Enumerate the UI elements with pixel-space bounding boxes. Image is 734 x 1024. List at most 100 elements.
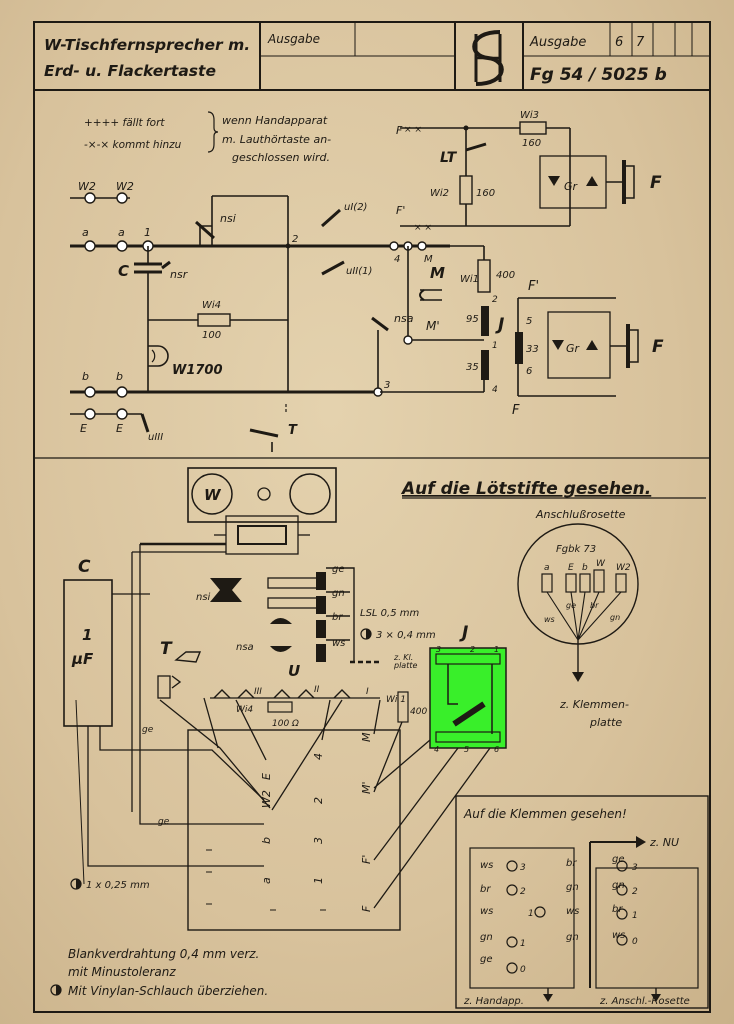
footer-note-2: mit Minustoleranz [68,965,176,979]
svg-text:4: 4 [312,753,325,760]
ge-label-1: ge [142,725,154,735]
svg-text:ge: ge [480,954,493,965]
terminal-f-top: F [396,124,403,137]
switch-u1: uI(2) [344,202,367,213]
svg-text:3: 3 [436,645,441,654]
rosette-note-1: z. Klemmen- [559,698,629,711]
footer-note-1: Blankverdrahtung 0,4 mm verz. [68,947,259,961]
taste-t-lower: T [157,639,202,699]
taste-t-label: T [288,423,298,438]
svg-text:b: b [260,837,273,844]
svg-text:W: W [596,559,606,569]
ge-label-2: ge [158,817,170,827]
capacitor-value-2: µF [71,650,94,668]
wecker-label: W1700 [172,363,223,378]
lower-j-label: J [459,623,468,643]
coil-95-label: 95 [466,314,479,325]
resistor-wi4-label: Wi4 [202,300,221,311]
klemmen-arrow-label: z. NU [649,836,679,849]
svg-text:× ×: × × [404,125,422,135]
terminal-a-a: a [82,226,89,239]
terminal-b-b: b [116,370,123,383]
lower-c-label: C [78,557,91,577]
kl-note-2: platte [393,661,417,670]
lsl-note: LSL 0,5 mm [360,608,419,619]
svg-text:ge: ge [332,564,345,575]
svg-text:gn: gn [612,880,625,891]
microphone-m1-label: M' [426,319,440,333]
resistor-wi2-label: Wi2 [430,188,449,199]
svg-text:1: 1 [632,911,638,921]
terminal-w2-b: W2 [116,180,134,193]
kl-note-1: z. Kl. [393,653,413,662]
outer-frame [33,21,711,1013]
svg-text:ge: ge [566,601,576,610]
svg-text:M': M' [360,781,373,794]
switch-stack: nsi nsa ge gn br ws LSL 0,5 mm 3 × 0,4 m… [196,564,436,670]
svg-text:0: 0 [632,937,638,947]
svg-text:ws: ws [332,638,345,649]
svg-text:br: br [590,601,599,610]
switch-nsi-label: nsi [220,212,236,225]
svg-text:gn: gn [332,588,345,599]
coil-33-label: 33 [526,344,539,355]
svg-text:ws: ws [612,930,625,941]
microphone-label: M [430,264,445,282]
resistor-wi1-lower [397,691,409,723]
capacitor-c-label: C [118,262,129,280]
svg-text:b: b [582,563,588,573]
svg-text:× ×: × × [414,223,432,233]
ausgabe-value-2: 7 [636,35,645,50]
svg-text:2: 2 [520,887,526,897]
resistor-wi2 [459,175,473,205]
resistor-wi1-value: 400 [496,270,515,281]
switch-u2: uII(1) [346,266,372,277]
drawing-number: Fg 54 / 5025 b [530,65,667,85]
terminal-b-a: b [82,370,89,383]
footer-note-3: Mit Vinylan-Schlauch überziehen. [68,984,268,998]
lower-nsi-label: nsi [196,592,211,603]
switch-u3: uIII [148,432,163,443]
coil-35-label: 35 [466,362,479,373]
legend: ++++ fällt fort -×-× kommt hinzu wenn Ha… [84,111,331,164]
rosette-note-2: platte [589,716,622,729]
lower-nsa-label: nsa [236,642,254,653]
svg-text:F': F' [360,855,373,864]
anschlussrosette: Anschlußrosette Fgbk 73 a E b W W2 ws ge… [517,508,639,729]
legend-removed: ++++ fällt fort [84,117,165,129]
lauthoertaste-label: LT [440,150,458,166]
svg-text:gn: gn [480,932,493,943]
legend-added: -×-× kommt hinzu [84,139,182,151]
title-line-2: Erd- u. Flackertaste [44,62,216,80]
svg-text:W2: W2 [616,563,631,573]
svg-text:6: 6 [494,745,499,754]
rectifier-gr2-label: Gr [566,342,581,355]
coil-j-lower-highlight: J 3 2 1 4 5 6 [429,623,507,754]
lower-t-label: T [160,639,173,659]
svg-text:1: 1 [528,909,534,919]
resistor-wi4-lower [267,701,293,713]
svg-text:ws: ws [480,860,493,871]
svg-text:Wi 1: Wi 1 [386,695,406,705]
resistor-wi4 [197,313,231,327]
svg-text:1: 1 [520,939,526,949]
svg-text:2: 2 [470,645,475,654]
svg-text:gn: gn [566,882,579,893]
ausgabe-label-left: Ausgabe [267,32,320,46]
svg-text:2: 2 [632,887,638,897]
wiring-lower: ge ge 1 x 0,25 mm [70,542,491,909]
wire-note: 1 x 0,25 mm [86,880,150,891]
svg-text:1: 1 [494,645,499,654]
legend-note-3: geschlossen wird. [232,151,330,164]
siemens-halske-logo [472,30,504,86]
svg-text:Wi4: Wi4 [236,705,253,715]
klemmen-bottom-left: z. Handapp. [463,996,524,1007]
svg-text:gn: gn [566,932,579,943]
node-3-label: 3 [384,380,390,391]
svg-text:II: II [314,685,320,695]
svg-text:400 Ω: 400 Ω [410,707,437,717]
klemmen-heading: Auf die Klemmen gesehen! [463,807,627,821]
lower-w-label: W [204,486,222,504]
